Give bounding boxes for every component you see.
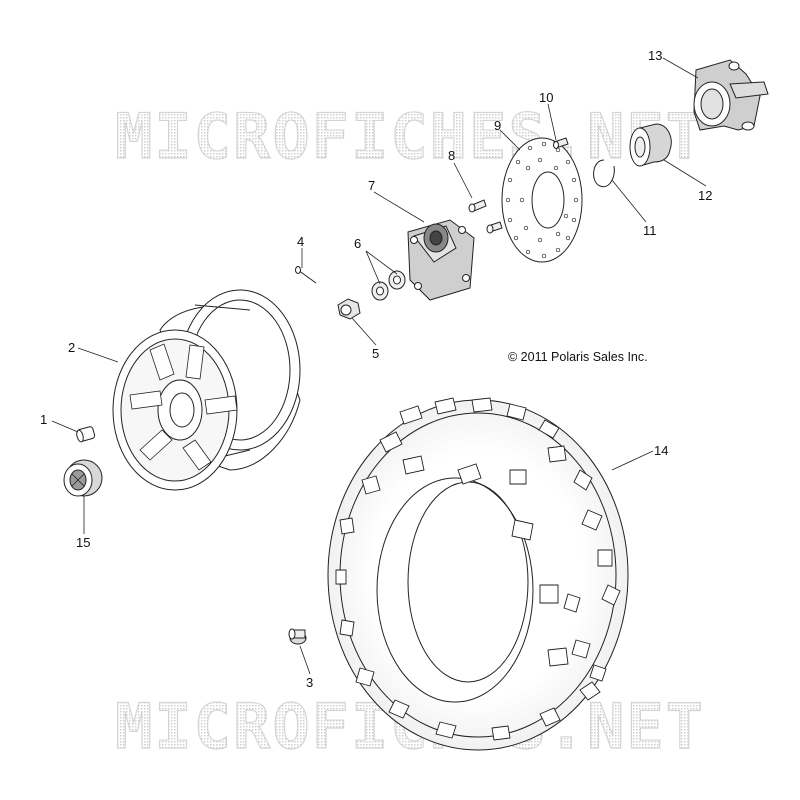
callout-14: 14 — [654, 443, 668, 458]
axle-nut-part — [288, 628, 307, 645]
callout-13: 13 — [648, 48, 662, 63]
wheel-hub-part — [407, 219, 475, 301]
callout-1: 1 — [40, 412, 47, 427]
wheel-stud-part — [468, 199, 503, 234]
brake-bolt-part — [553, 137, 569, 149]
callout-9: 9 — [494, 118, 501, 133]
valve-stem-part — [76, 426, 96, 443]
callout-8: 8 — [448, 148, 455, 163]
callout-3: 3 — [306, 675, 313, 690]
wheel-rim-part — [112, 289, 301, 491]
retaining-ring-part — [593, 159, 615, 188]
callout-2: 2 — [68, 340, 75, 355]
callout-7: 7 — [368, 178, 375, 193]
callout-5: 5 — [372, 346, 379, 361]
tire-part — [327, 397, 629, 751]
cotter-pin-part — [295, 266, 317, 284]
callout-12: 12 — [698, 188, 712, 203]
washer-part — [371, 270, 406, 301]
callout-15: 15 — [76, 535, 90, 550]
callout-6: 6 — [354, 236, 361, 251]
knuckle-part — [693, 59, 769, 131]
bearing-part — [629, 123, 672, 167]
callout-4: 4 — [297, 234, 304, 249]
brake-disc-part — [501, 137, 583, 263]
callout-10: 10 — [539, 90, 553, 105]
watermark-top: MICROFICHES.NET — [115, 100, 705, 173]
leader-lines — [51, 57, 707, 675]
hub-cap-part — [63, 459, 103, 497]
copyright-text: © 2011 Polaris Sales Inc. — [508, 350, 648, 364]
castle-nut-part — [337, 298, 361, 320]
callout-11: 11 — [643, 223, 657, 238]
